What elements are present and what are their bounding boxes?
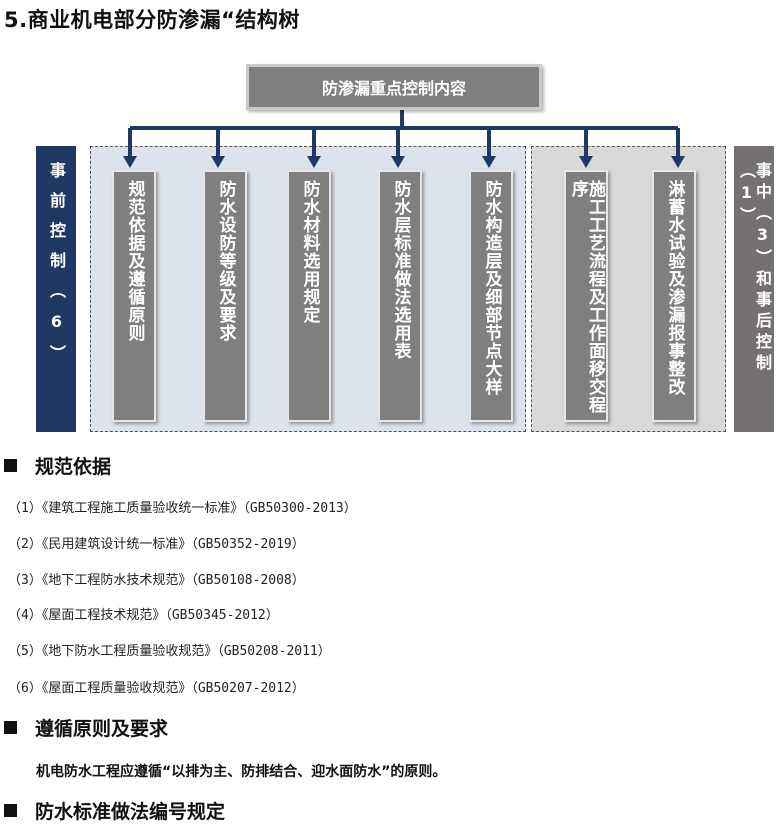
node-construction-process: 施工工艺流程及工作面移交程序 bbox=[564, 170, 608, 422]
node-standard-practice: 防水层标准做法选用表 bbox=[378, 170, 422, 422]
standard-item: （1）《建筑工程施工质量验收统一标准》（GB50300-2013） bbox=[8, 501, 357, 516]
page-title: 5.商业机电部分防渗漏“结构树 bbox=[4, 8, 300, 32]
pre-control-label-box: 事前控制（6） bbox=[36, 146, 76, 432]
node-material-selection: 防水材料选用规定 bbox=[287, 170, 331, 422]
node-label: 防水设防等级及要求 bbox=[215, 180, 236, 342]
square-bullet-icon bbox=[4, 459, 17, 472]
section-heading-text: 防水标准做法编号规定 bbox=[35, 801, 226, 823]
section-heading-standards: 规范依据 bbox=[4, 452, 111, 479]
pre-control-label: 事前控制（6） bbox=[47, 162, 66, 375]
principle-text: 机电防水工程应遵循“以排为主、防排结合、迎水面防水”的原则。 bbox=[36, 764, 447, 780]
node-label: 防水构造层及细部节点大样 bbox=[481, 180, 502, 396]
node-standards-principles: 规范依据及遵循原则 bbox=[112, 170, 156, 422]
standard-item: （6）《屋面工程质量验收规范》（GB50207-2012） bbox=[8, 681, 305, 696]
in-post-control-label: 事中（3）和事后控制（1） bbox=[737, 162, 772, 375]
square-bullet-icon bbox=[4, 804, 17, 817]
standard-item: （4）《屋面工程技术规范》（GB50345-2012） bbox=[8, 608, 279, 623]
section-heading-text: 遵循原则及要求 bbox=[35, 718, 169, 740]
node-label: 防水材料选用规定 bbox=[299, 180, 320, 324]
node-label: 规范依据及遵循原则 bbox=[124, 180, 145, 342]
standard-item: （2）《民用建筑设计统一标准》（GB50352-2019） bbox=[8, 537, 305, 552]
square-bullet-icon bbox=[4, 721, 17, 734]
node-waterproof-grade: 防水设防等级及要求 bbox=[203, 170, 247, 422]
node-label: 施工工艺流程及工作面移交程序 bbox=[568, 180, 605, 414]
root-node-label: 防渗漏重点控制内容 bbox=[321, 79, 466, 98]
standard-item: （5）《地下防水工程质量验收规范》（GB50208-2011） bbox=[8, 644, 331, 659]
section-heading-text: 规范依据 bbox=[35, 456, 112, 478]
node-detail-drawings: 防水构造层及细部节点大样 bbox=[469, 170, 513, 422]
section-heading-numbering: 防水标准做法编号规定 bbox=[4, 797, 225, 824]
node-label: 淋蓄水试验及渗漏报事整改 bbox=[664, 180, 685, 396]
node-water-test: 淋蓄水试验及渗漏报事整改 bbox=[652, 170, 696, 422]
root-node: 防渗漏重点控制内容 bbox=[246, 64, 542, 110]
in-post-control-group bbox=[531, 146, 726, 432]
in-post-control-label-box: 事中（3）和事后控制（1） bbox=[734, 146, 774, 432]
standard-item: （3）《地下工程防水技术规范》（GB50108-2008） bbox=[8, 573, 305, 588]
section-heading-principles: 遵循原则及要求 bbox=[4, 714, 168, 741]
node-label: 防水层标准做法选用表 bbox=[390, 180, 411, 360]
